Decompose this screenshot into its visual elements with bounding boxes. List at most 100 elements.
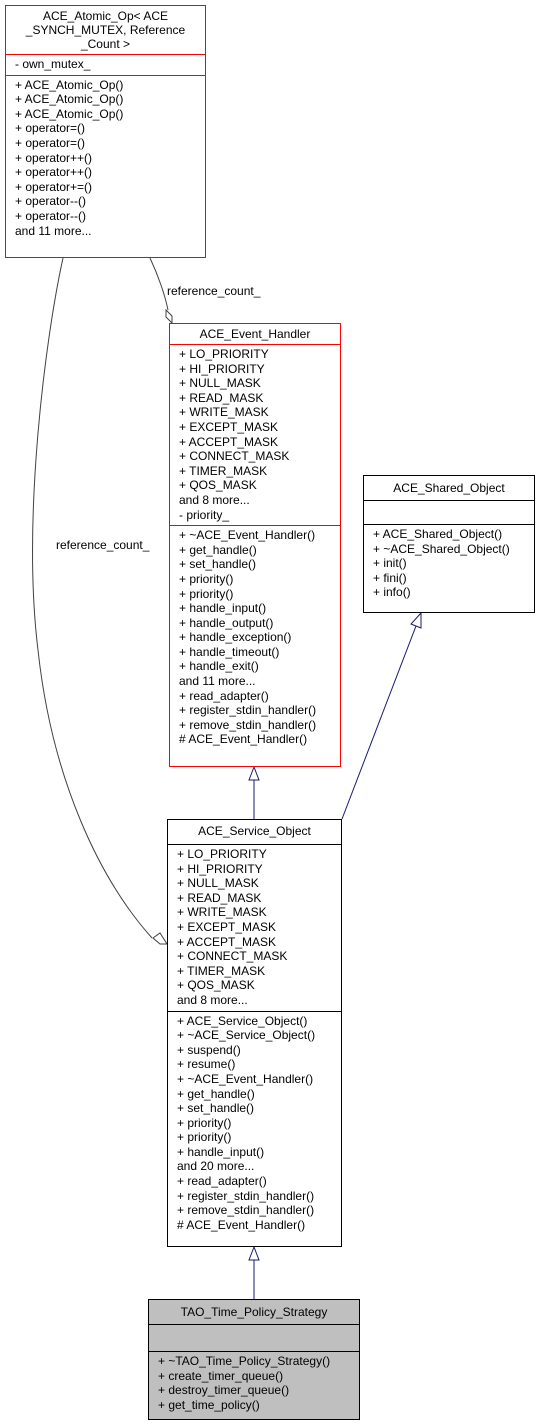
member-line: + priority() (177, 1130, 232, 1145)
member-line: + ACE_Atomic_Op() (15, 92, 124, 107)
member-line: + operator=() (15, 121, 86, 136)
member-line: + ACE_Atomic_Op() (15, 77, 124, 92)
member-line: + handle_input() (177, 1144, 265, 1159)
member-line: + ACE_Service_Object() (177, 1013, 308, 1028)
member-line: + fini() (373, 570, 407, 585)
member-line: + get_handle() (177, 1086, 255, 1101)
attributes-section-empty (149, 1324, 359, 1351)
member-line: + EXCEPT_MASK (177, 919, 277, 934)
member-line: + WRITE_MASK (177, 905, 267, 920)
member-line: + READ_MASK (179, 390, 264, 405)
class-tao-time-policy-strategy[interactable]: TAO_Time_Policy_Strategy + ~TAO_Time_Pol… (148, 1299, 360, 1420)
member-line: + WRITE_MASK (179, 405, 269, 420)
member-line: - priority_ (179, 507, 230, 522)
member-line: + destroy_timer_queue() (158, 1383, 290, 1398)
member-line: + HI_PRIORITY (179, 361, 265, 376)
member-line: + handle_exception() (179, 630, 292, 645)
member-line: + get_time_policy() (158, 1397, 260, 1412)
member-line: + set_handle() (179, 557, 257, 572)
member-line: + LO_PRIORITY (179, 347, 269, 361)
class-title: ACE_Atomic_Op< ACE _SYNCH_MUTEX, Referen… (6, 6, 205, 54)
edge-label-reference-count-left: reference_count_ (56, 538, 150, 552)
class-ace-shared-object[interactable]: ACE_Shared_Object + ACE_Shared_Object()+… (363, 475, 535, 613)
member-line: + operator=() (15, 135, 86, 150)
methods-section: + ACE_Shared_Object()+ ~ACE_Shared_Objec… (364, 524, 534, 603)
member-line: and 11 more... (179, 674, 256, 689)
member-line: + priority() (179, 586, 234, 601)
member-line: + NULL_MASK (177, 876, 259, 891)
inheritance-arrow-shared (410, 611, 422, 629)
class-title-line: _Count > (80, 37, 131, 51)
member-line: + remove_stdin_handler() (179, 717, 317, 732)
association-edge-atomic-to-service (32, 257, 153, 939)
member-line: + TIMER_MASK (179, 463, 268, 478)
member-line: + handle_input() (179, 601, 267, 616)
attributes-section: + LO_PRIORITY+ HI_PRIORITY+ NULL_MASK+ R… (170, 344, 340, 525)
member-line: + handle_exit() (179, 659, 259, 674)
member-line: + CONNECT_MASK (179, 449, 290, 464)
member-line: and 20 more... (177, 1159, 255, 1174)
member-line: + HI_PRIORITY (177, 861, 263, 876)
member-line: + resume() (177, 1057, 236, 1072)
member-line: - own_mutex_ (15, 57, 91, 71)
class-title-line: ACE_Atomic_Op< ACE (42, 9, 169, 23)
member-line: + ~TAO_Time_Policy_Strategy() (158, 1354, 331, 1368)
member-line: + set_handle() (177, 1101, 255, 1116)
attributes-section-empty (364, 500, 534, 524)
member-line: + LO_PRIORITY (177, 847, 267, 861)
methods-section: + ~TAO_Time_Policy_Strategy()+ create_ti… (149, 1351, 359, 1415)
member-line: + handle_timeout() (179, 644, 280, 659)
member-line: + operator++() (15, 165, 93, 180)
class-title: ACE_Shared_Object (393, 481, 505, 495)
member-line: + priority() (177, 1115, 232, 1130)
member-line: + QOS_MASK (177, 978, 255, 993)
class-ace-atomic-op[interactable]: ACE_Atomic_Op< ACE _SYNCH_MUTEX, Referen… (5, 5, 206, 258)
member-line: + handle_output() (179, 615, 274, 630)
edge-label-reference-count-upper: reference_count_ (167, 284, 261, 298)
methods-section: + ACE_Service_Object()+ ~ACE_Service_Obj… (168, 1010, 341, 1236)
member-line: + create_timer_queue() (158, 1368, 284, 1383)
member-line: and 8 more... (179, 492, 250, 507)
member-line: + register_stdin_handler() (177, 1188, 315, 1203)
member-line: + READ_MASK (177, 890, 262, 905)
member-line: + ~ACE_Shared_Object() (373, 541, 510, 556)
class-title-line: _SYNCH_MUTEX, Reference (25, 23, 186, 37)
association-edge-atomic-to-event (149, 257, 169, 311)
member-line: + EXCEPT_MASK (179, 419, 279, 434)
member-line: + operator++() (15, 150, 93, 165)
member-line: + suspend() (177, 1042, 241, 1057)
class-ace-event-handler[interactable]: ACE_Event_Handler + LO_PRIORITY+ HI_PRIO… (169, 323, 341, 767)
member-line: + ~ACE_Event_Handler() (177, 1071, 314, 1086)
member-line: + QOS_MASK (179, 478, 257, 493)
member-line: + TIMER_MASK (177, 963, 266, 978)
member-line: # ACE_Event_Handler() (177, 1217, 306, 1232)
member-line: + remove_stdin_handler() (177, 1203, 315, 1218)
attributes-section: + LO_PRIORITY+ HI_PRIORITY+ NULL_MASK+ R… (168, 844, 341, 1011)
member-line: + ACCEPT_MASK (179, 434, 279, 449)
class-title: TAO_Time_Policy_Strategy (180, 1305, 328, 1319)
attributes-section: - own_mutex_ (6, 54, 205, 75)
member-line: + read_adapter() (179, 688, 269, 703)
member-line: + NULL_MASK (179, 376, 261, 391)
member-line: and 8 more... (177, 992, 248, 1007)
member-line: + read_adapter() (177, 1174, 267, 1189)
member-line: + get_handle() (179, 542, 257, 557)
member-line: + register_stdin_handler() (179, 703, 317, 718)
member-line: # ACE_Event_Handler() (179, 732, 308, 747)
member-line: + ~ACE_Event_Handler() (179, 528, 316, 543)
member-line: + ACCEPT_MASK (177, 934, 277, 949)
methods-section: + ACE_Atomic_Op()+ ACE_Atomic_Op()+ ACE_… (6, 74, 205, 242)
member-line: + priority() (179, 571, 234, 586)
member-line: and 11 more... (15, 223, 92, 238)
methods-section: + ~ACE_Event_Handler()+ get_handle()+ se… (170, 525, 340, 750)
member-line: + ~ACE_Service_Object() (177, 1028, 316, 1043)
class-ace-service-object[interactable]: ACE_Service_Object + LO_PRIORITY+ HI_PRI… (167, 819, 342, 1247)
class-title: ACE_Event_Handler (199, 327, 311, 341)
member-line: + info() (373, 585, 411, 600)
member-line: + operator--() (15, 194, 87, 209)
inheritance-arrow-service (248, 1245, 260, 1261)
inheritance-edge-service-to-shared (341, 625, 417, 820)
aggregation-diamond-service (152, 932, 168, 945)
member-line: + init() (373, 556, 407, 571)
